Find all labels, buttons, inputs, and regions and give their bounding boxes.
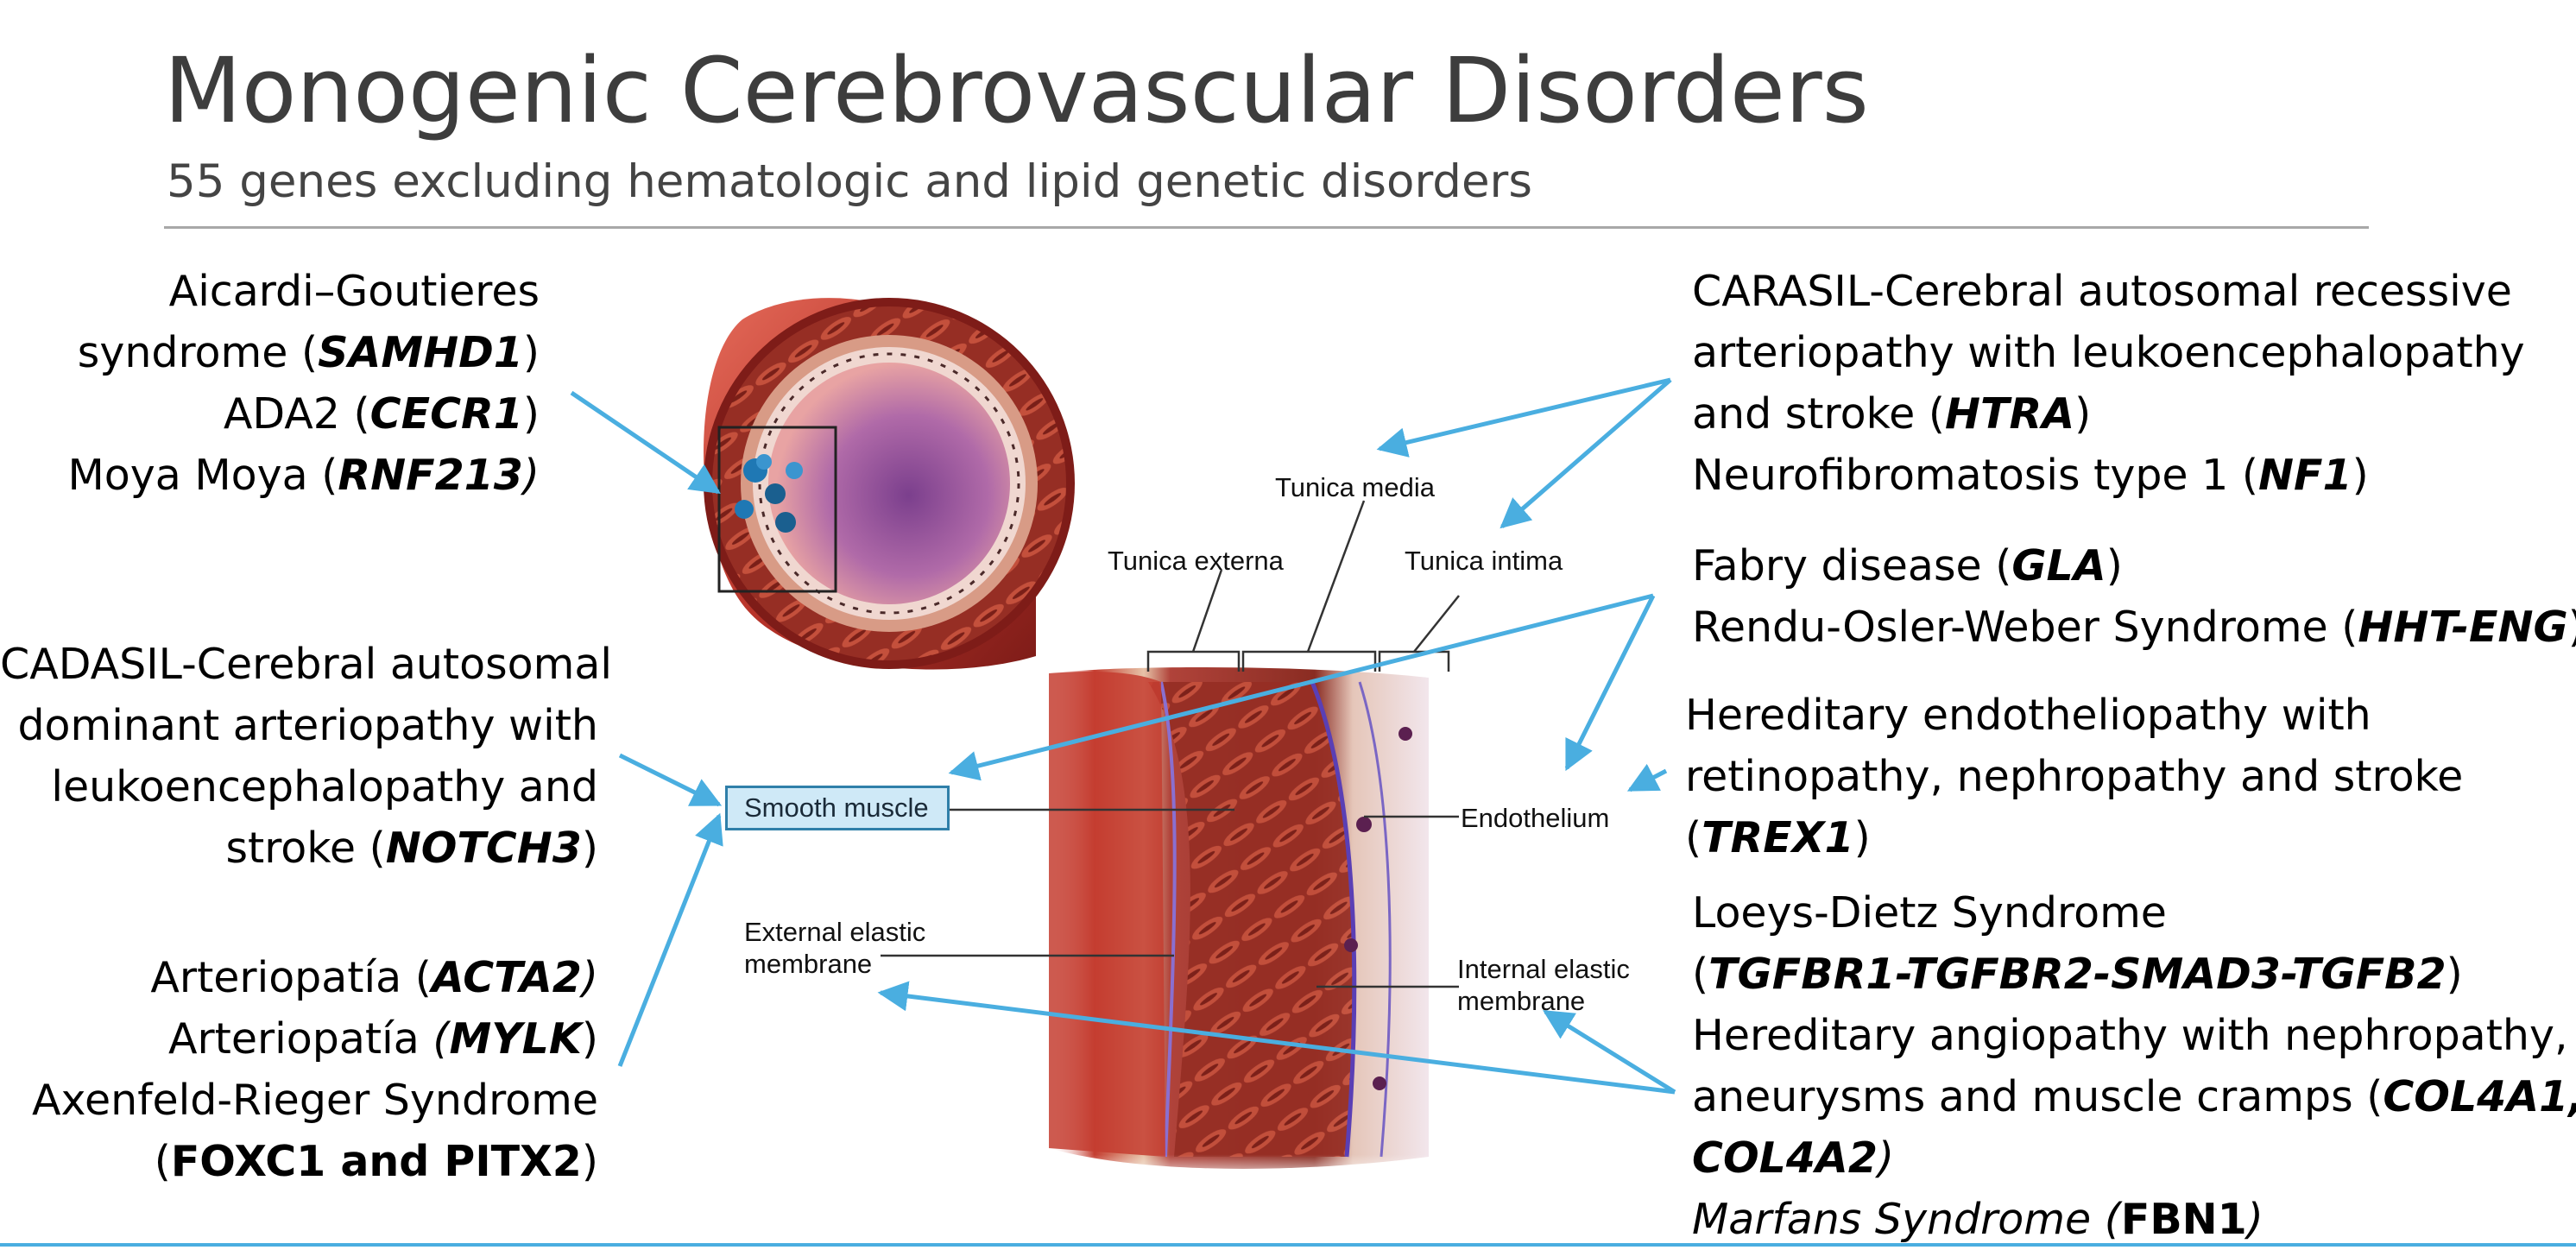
right-bottom-disorders: Loeys-Dietz Syndrome (TGFBR1-TGFBR2-SMAD… — [1692, 882, 2576, 1250]
endothelial-cells-icon — [735, 454, 803, 533]
list-item: CARASIL-Cerebral autosomal recessive — [1692, 267, 2512, 316]
list-item: (TGFBR1-TGFBR2-SMAD3-TGFB2) — [1692, 950, 2463, 999]
list-item: Aicardi–Goutieres — [168, 267, 540, 316]
label-smooth-muscle: Smooth muscle — [744, 792, 929, 823]
list-item: Moya Moya (RNF213) — [67, 451, 540, 500]
label-leaders — [881, 808, 1459, 988]
left-mid-disorders: CADASIL-Cerebral autosomal dominant arte… — [0, 634, 612, 879]
list-item: Neurofibromatosis type 1 (NF1) — [1692, 451, 2369, 500]
smooth-muscle-box — [725, 786, 950, 830]
list-item: Axenfeld-Rieger Syndrome — [32, 1076, 598, 1125]
label-internal-elastic-2: membrane — [1457, 986, 1585, 1016]
label-external-elastic-1: External elastic — [744, 917, 925, 947]
list-item: Fabry disease (GLA) — [1692, 541, 2123, 590]
label-endothelium: Endothelium — [1461, 803, 1609, 833]
right-hereditary-disorders: Hereditary endotheliopathy with retinopa… — [1685, 685, 2548, 868]
list-item: leukoencephalopathy and — [51, 762, 598, 811]
title-divider — [164, 226, 2369, 229]
label-tunica-media: Tunica media — [1275, 472, 1436, 502]
list-item: Arteriopatía (ACTA2) — [150, 953, 598, 1002]
list-item: Hereditary angiopathy with nephropathy, — [1692, 1011, 2568, 1060]
vessel-cross-section — [704, 298, 1075, 670]
left-top-disorders: Aicardi–Goutieres syndrome (SAMHD1) ADA2… — [52, 261, 540, 506]
list-item: and stroke (HTRA) — [1692, 389, 2092, 439]
list-item: ADA2 (CECR1) — [223, 389, 540, 439]
list-item: stroke (NOTCH3) — [225, 824, 598, 873]
list-item: aneurysms and muscle cramps (COL4A1, — [1692, 1072, 2576, 1121]
list-item: arteriopathy with leukoencephalopathy — [1692, 328, 2525, 377]
bottom-accent-line — [0, 1243, 2576, 1247]
label-tunica-externa: Tunica externa — [1108, 546, 1285, 576]
list-item: (FOXC1 and PITX2) — [154, 1137, 598, 1186]
list-item: Rendu-Osler-Weber Syndrome (HHT-ENG) — [1692, 603, 2576, 652]
list-item: Loeys-Dietz Syndrome — [1692, 888, 2167, 938]
pointer-arrows — [570, 377, 1676, 1095]
list-item: retinopathy, nephropathy and stroke — [1685, 752, 2464, 801]
list-item: (TREX1) — [1685, 813, 1871, 862]
list-item: Marfans Syndrome (FBN1) — [1692, 1195, 2263, 1244]
right-fabry-disorders: Fabry disease (GLA) Rendu-Osler-Weber Sy… — [1692, 535, 2576, 658]
tunica-brackets — [1146, 500, 1460, 672]
label-external-elastic-2: membrane — [744, 949, 872, 979]
label-tunica-intima: Tunica intima — [1405, 546, 1563, 576]
list-item: dominant arteriopathy with — [17, 701, 598, 750]
label-internal-elastic-1: Internal elastic — [1457, 954, 1630, 984]
vessel-wall-section — [1036, 667, 1442, 1183]
list-item: CADASIL-Cerebral autosomal — [0, 640, 612, 689]
list-item: COL4A2) — [1692, 1133, 1895, 1183]
list-item: Arteriopatía (MYLK) — [167, 1014, 598, 1064]
left-bottom-disorders: Arteriopatía (ACTA2) Arteriopatía (MYLK)… — [0, 947, 598, 1192]
right-top-disorders: CARASIL-Cerebral autosomal recessive art… — [1692, 261, 2555, 506]
page-title: Monogenic Cerebrovascular Disorders — [164, 38, 1869, 143]
list-item: syndrome (SAMHD1) — [77, 328, 540, 377]
list-item: Hereditary endotheliopathy with — [1685, 691, 2371, 740]
page-subtitle: 55 genes excluding hematologic and lipid… — [167, 155, 1532, 208]
